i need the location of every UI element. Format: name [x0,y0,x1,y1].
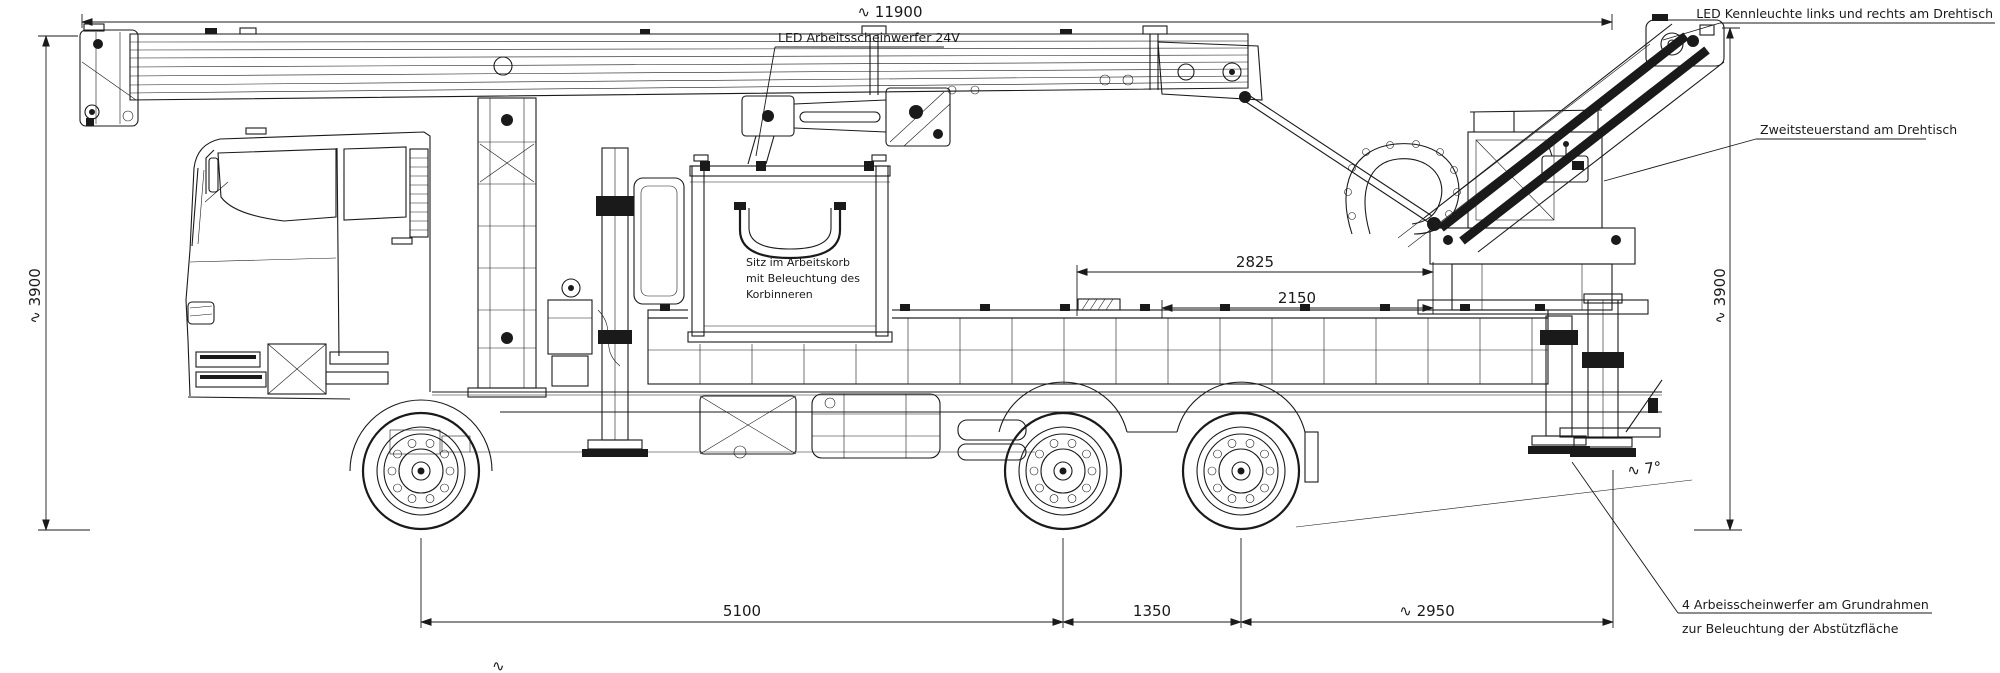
basket-linkage [741,87,951,165]
work-basket [687,154,893,344]
front-outrigger [547,147,685,457]
boom-head-rear [1645,14,1725,67]
headlight [187,301,215,325]
dim-angle-text: ∿ 7° [1626,458,1662,480]
boom-support-tower [467,97,547,398]
dim-departure-angle: ∿ 7° [1295,458,1693,528]
fuel-tank [811,393,941,459]
label-led-beacon: LED Kennleuchte links und rechts am Dreh… [1662,6,1995,41]
dim-2825-text: 2825 [1236,253,1274,271]
dim-tandem-text: 1350 [1133,602,1171,620]
front-wheel-arch [349,399,493,472]
boom-knuckle [1157,41,1433,223]
mirror [205,149,219,194]
label-basket-line2: mit Beleuchtung des [746,272,860,285]
beacon-light-icon [1660,32,1684,56]
label-led-worklight-text: LED Arbeitsscheinwerfer 24V [778,30,960,45]
stray-approx-tick: ∿ [492,657,505,673]
basket-worklight-icon [693,154,709,162]
label-ground-lights-line1: 4 Arbeisscheinwerfer am Grundrahmen [1682,597,1929,612]
dim-height-left: ∿ 3900 [26,35,90,531]
door-window [343,146,407,221]
mudflap [1304,431,1319,483]
label-ground-lights: 4 Arbeisscheinwerfer am Grundrahmen zur … [1571,461,1932,636]
rear-wheel-1 [1003,411,1123,531]
label-led-worklight: LED Arbeitsscheinwerfer 24V [755,30,960,157]
dim-overall-length: ∿ 11900 [81,3,1613,30]
dim-2150: 2150 [1161,289,1434,318]
label-basket-line1: Sitz im Arbeitskorb [746,256,850,269]
side-window [217,148,337,222]
hatched-bracket [1077,298,1121,311]
secondary-control-console [1541,141,1589,183]
truck-cab [185,127,493,472]
basket-inner-rail [734,202,846,260]
underbody-equipment [699,393,1027,461]
turntable-pedestal [1417,109,1649,315]
label-ground-lights-line2: zur Beleuchtung der Abstützfläche [1682,621,1899,636]
dim-rear-overhang-text: ∿ 2950 [1399,602,1455,620]
dim-height-left-text: ∿ 3900 [26,268,44,324]
front-wheel [361,411,481,531]
equipment-panel [633,177,685,305]
dim-wheelbase-text: 5100 [723,602,761,620]
chassis-frame [432,379,1663,459]
hydraulic-unit [547,278,621,387]
label-basket-seat: Sitz im Arbeitskorb mit Beleuchtung des … [746,256,860,301]
door-edge [336,147,340,357]
boom-head-front [79,23,139,127]
dim-bottom-row: 5100 1350 ∿ 2950 [420,470,1614,628]
label-basket-line3: Korbinneren [746,288,813,301]
label-secondary-control-text: Zweitsteuerstand am Drehtisch [1760,122,1957,137]
air-intake-louvre [409,148,429,238]
telescopic-boom [129,25,1249,101]
label-led-beacon-text: LED Kennleuchte links und rechts am Dreh… [1696,6,1993,21]
label-secondary-control: Zweitsteuerstand am Drehtisch [1603,122,1957,182]
windshield [191,167,229,247]
rear-wheel-2 [1181,411,1301,531]
rear-outriggers [1528,293,1636,457]
dim-2150-text: 2150 [1278,289,1316,307]
boom-riser-diagonal [1397,23,1725,253]
dim-height-right: ∿ 3900 [1694,27,1742,531]
cab-steps [195,351,389,388]
side-skirt-box [267,343,327,395]
basket-worklight-icon [871,154,887,162]
rear-fenders [998,381,1319,483]
dim-height-right-text: ∿ 3900 [1711,268,1729,324]
dim-2825: 2825 [1076,253,1434,316]
energy-chain [1344,140,1461,235]
door-handle [391,237,413,245]
roof-marker [245,127,267,135]
dim-overall-length-text: ∿ 11900 [857,3,922,21]
